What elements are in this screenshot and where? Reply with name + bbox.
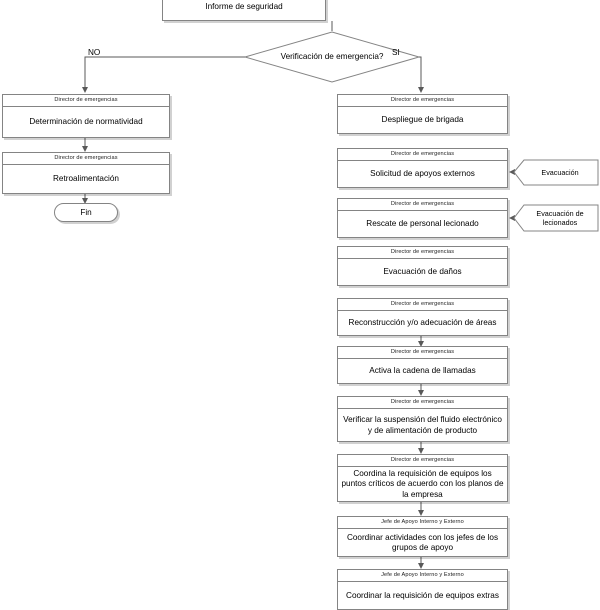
node-role-header: Director de emergencias [338, 299, 507, 311]
connector-no-branch [82, 56, 245, 93]
node-body-text: Determinación de normatividad [29, 117, 143, 127]
node-body-text: Reconstrucción y/o adecuación de áreas [348, 318, 497, 328]
node-informe-label: Informe de seguridad [205, 2, 283, 11]
node-role-header: Director de emergencias [338, 95, 507, 107]
node-solicitud-de-apoyos-externos[interactable]: Director de emergencias Solicitud de apo… [337, 148, 508, 188]
node-role-header: Jefe de Apoyo Interno y Externo [338, 517, 507, 529]
edge-label-no: NO [88, 48, 101, 57]
node-determinacion-de-normatividad[interactable]: Director de emergencias Determinación de… [2, 94, 170, 138]
node-informe-de-seguridad[interactable]: Informe de seguridad [162, 0, 326, 21]
connector-si-branch [418, 56, 424, 93]
node-body-text: Activa la cadena de llamadas [369, 366, 476, 376]
node-role-header: Director de emergencias [338, 199, 507, 211]
node-terminal-fin[interactable]: Fin [54, 203, 118, 222]
node-role-header: Jefe de Apoyo Interno y Externo [338, 570, 507, 582]
node-retroalimentacion[interactable]: Director de emergencias Retroalimentació… [2, 152, 170, 194]
node-body-text: Coordinar la requisición de equipos extr… [346, 590, 499, 600]
node-body-text: Evacuación de daños [383, 267, 462, 277]
node-body-text: Retroalimentación [53, 174, 119, 184]
node-coordina-requisicion-equipos-puntos-criticos[interactable]: Director de emergencias Coordina la requ… [337, 454, 508, 502]
node-body-text: Despliegue de brigada [381, 115, 464, 125]
node-verificar-suspension-fluido[interactable]: Director de emergencias Verificar la sus… [337, 396, 508, 442]
callout-evacuacion-de-lecionados[interactable]: Evacuación de lecionados [514, 205, 598, 231]
decision-label: Verificación de emergencia? [280, 52, 384, 61]
node-reconstruccion-adecuacion-de-areas[interactable]: Director de emergencias Reconstrucción y… [337, 298, 508, 336]
node-coordinar-requisicion-equipos-extras[interactable]: Jefe de Apoyo Interno y Externo Coordina… [337, 569, 508, 610]
node-role-header: Director de emergencias [3, 153, 169, 165]
node-role-header: Director de emergencias [338, 455, 507, 467]
node-body-text: Verificar la suspensión del fluido elect… [343, 415, 502, 435]
callout-shape-evacuacion [513, 159, 599, 186]
terminal-label: Fin [80, 208, 92, 217]
node-body-text: Coordina la requisición de equipos los p… [341, 468, 504, 499]
node-activa-la-cadena-de-llamadas[interactable]: Director de emergencias Activa la cadena… [337, 346, 508, 384]
callout-shape-evacuacion-lecionados [513, 204, 599, 232]
node-body-text: Rescate de personal lecionado [366, 219, 479, 229]
node-rescate-de-personal-lecionado[interactable]: Director de emergencias Rescate de perso… [337, 198, 508, 238]
node-role-header: Director de emergencias [3, 95, 169, 107]
node-evacuacion-de-danos[interactable]: Director de emergencias Evacuación de da… [337, 246, 508, 286]
node-role-header: Director de emergencias [338, 347, 507, 359]
node-despliegue-de-brigada[interactable]: Director de emergencias Despliegue de br… [337, 94, 508, 134]
callout-evacuacion[interactable]: Evacuación [514, 160, 598, 185]
node-body-text: Coordinar actividades con los jefes de l… [346, 532, 499, 553]
node-role-header: Director de emergencias [338, 397, 507, 409]
node-role-header: Director de emergencias [338, 247, 507, 259]
callout-label: Evacuación de lecionados [536, 209, 584, 227]
node-coordinar-actividades-jefes-grupos-apoyo[interactable]: Jefe de Apoyo Interno y Externo Coordina… [337, 516, 508, 557]
callout-label: Evacuación [541, 168, 579, 177]
node-body-text: Solicitud de apoyos externos [370, 169, 475, 179]
edge-label-si: SI [392, 48, 400, 57]
node-role-header: Director de emergencias [338, 149, 507, 161]
